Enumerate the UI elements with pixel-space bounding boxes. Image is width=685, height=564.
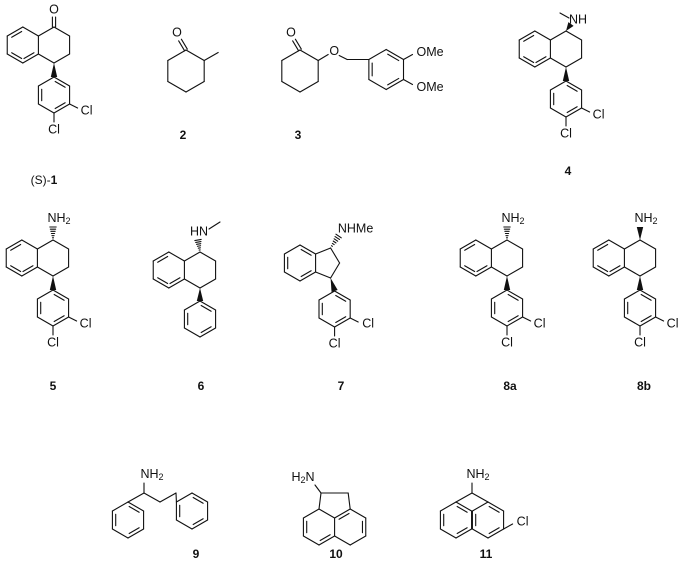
compound-3-label: 3 bbox=[295, 128, 302, 142]
compound-11-chloro: Cl bbox=[517, 514, 529, 528]
compound-2-label: 2 bbox=[180, 128, 187, 142]
compound-9-label: 9 bbox=[193, 547, 200, 561]
labels-layer: (S)-1 2 3 4 5 6 7 8a 8b 9 10 11 bbox=[31, 128, 651, 561]
compound-2: O bbox=[167, 25, 219, 93]
compound-8b-amine: NH2 bbox=[634, 211, 657, 226]
compound-10: H2N bbox=[291, 470, 367, 546]
compound-3-methoxy-lower: OMe bbox=[417, 80, 444, 94]
compound-10-label: 10 bbox=[329, 547, 343, 561]
compound-5-cl-para: Cl bbox=[47, 335, 59, 349]
compound-8b-cl-meta: Cl bbox=[667, 316, 679, 330]
compound-7-label: 7 bbox=[338, 379, 345, 393]
compound-7-cl-meta: Cl bbox=[362, 316, 374, 330]
compound-1-cl-meta: Cl bbox=[81, 103, 93, 117]
compound-7-cl-para: Cl bbox=[329, 336, 341, 350]
compound-8a-cl-para: Cl bbox=[501, 335, 513, 349]
compound-8a-amine: NH2 bbox=[501, 211, 524, 226]
compound-1-oxygen: O bbox=[49, 2, 59, 16]
compound-11-label: 11 bbox=[480, 547, 493, 561]
compound-10-amine: H2N bbox=[291, 470, 314, 485]
compound-1-label: (S)-1 bbox=[31, 173, 58, 187]
compound-6-amine: HN bbox=[190, 224, 208, 238]
compound-8b-label: 8b bbox=[637, 379, 651, 393]
compound-7-amine: NHMe bbox=[338, 221, 373, 235]
compound-6: HN bbox=[152, 221, 221, 338]
compound-3-methoxy-upper: OMe bbox=[417, 45, 444, 59]
compound-11-amine: NH2 bbox=[466, 467, 489, 482]
compound-1-cl-para: Cl bbox=[48, 122, 60, 136]
compound-8b-cl-para: Cl bbox=[634, 335, 646, 349]
compound-3-oxygen: O bbox=[286, 25, 296, 39]
compound-5-label: 5 bbox=[50, 379, 57, 393]
compound-2-oxygen: O bbox=[172, 25, 182, 39]
compound-6-label: 6 bbox=[198, 379, 205, 393]
compound-4-amine: NH bbox=[569, 12, 587, 26]
compound-4-cl-para: Cl bbox=[560, 126, 572, 140]
compound-4-cl-meta: Cl bbox=[593, 107, 605, 121]
compound-8a-cl-meta: Cl bbox=[534, 316, 546, 330]
compound-8a-label: 8a bbox=[503, 379, 517, 393]
compound-5-amine: NH2 bbox=[47, 211, 70, 226]
compound-9-amine: NH2 bbox=[140, 467, 163, 482]
compound-4-label: 4 bbox=[565, 164, 572, 178]
compound-3-ether-oxygen: O bbox=[329, 44, 339, 58]
compound-5-cl-meta: Cl bbox=[80, 316, 92, 330]
compound-9: NH2 bbox=[111, 467, 209, 539]
